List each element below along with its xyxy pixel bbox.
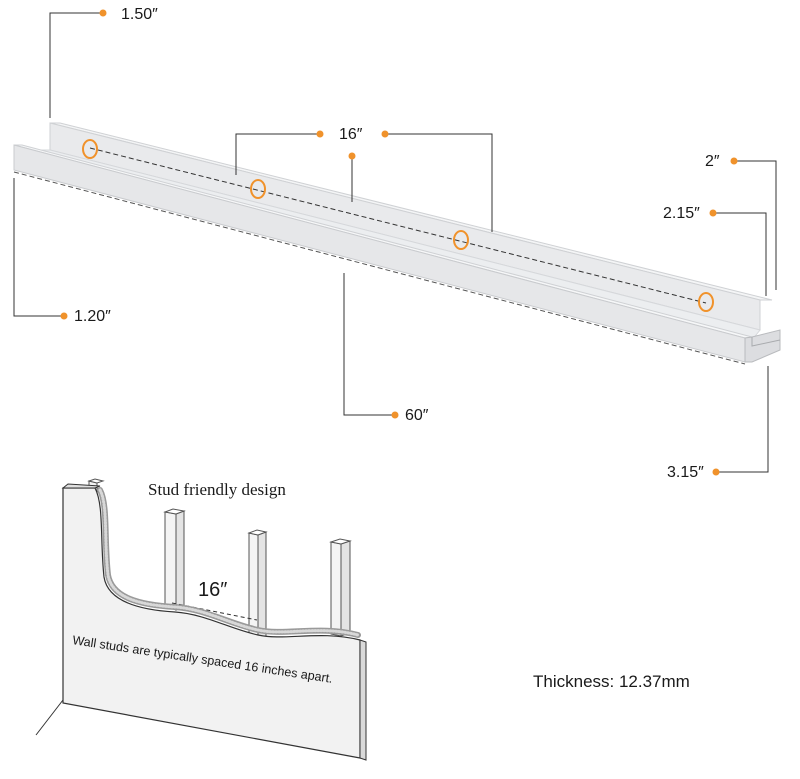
stud-spacing-label: 16″ — [198, 579, 227, 601]
stud-section-title: Stud friendly design — [148, 480, 286, 499]
dim-front-height: 1.20″ — [74, 308, 111, 325]
dimension-dot-icon — [730, 157, 738, 165]
dimension-dot-icon — [348, 152, 356, 160]
dim-hole-spacing: 16″ — [339, 126, 363, 143]
dimension-labels: 1.50″ 16″ 2″ 2.15″ 1.20″ 60″ 3.15″ — [74, 6, 720, 481]
dim-length: 60″ — [405, 407, 429, 424]
dimension-dot-icon — [99, 9, 107, 17]
dimension-dot-icon — [709, 209, 717, 217]
mounting-hole-icon — [82, 139, 98, 159]
dim-lip-height: 1.50″ — [121, 6, 158, 23]
dimension-dot-icon — [316, 130, 324, 138]
picture-ledge-shelf — [13, 122, 781, 365]
dimension-dot-icon — [60, 312, 68, 320]
dimension-dot-icon — [391, 411, 399, 419]
mounting-hole-icon — [453, 230, 469, 250]
dim-depth-mid: 2.15″ — [663, 205, 700, 222]
thickness-label: Thickness: 12.37mm — [533, 672, 690, 691]
dimension-leaders — [13, 9, 777, 476]
mounting-hole-icon — [698, 292, 714, 312]
drywall-panel — [62, 487, 361, 759]
wall-stud-illustration: Stud friendly design 16″ Wall studs are … — [35, 478, 367, 761]
dimension-dot-icon — [381, 130, 389, 138]
dim-depth-top: 2″ — [705, 153, 720, 170]
dimension-dot-icon — [712, 468, 720, 476]
mounting-hole-icon — [250, 179, 266, 199]
dim-depth-bottom: 3.15″ — [667, 464, 704, 481]
